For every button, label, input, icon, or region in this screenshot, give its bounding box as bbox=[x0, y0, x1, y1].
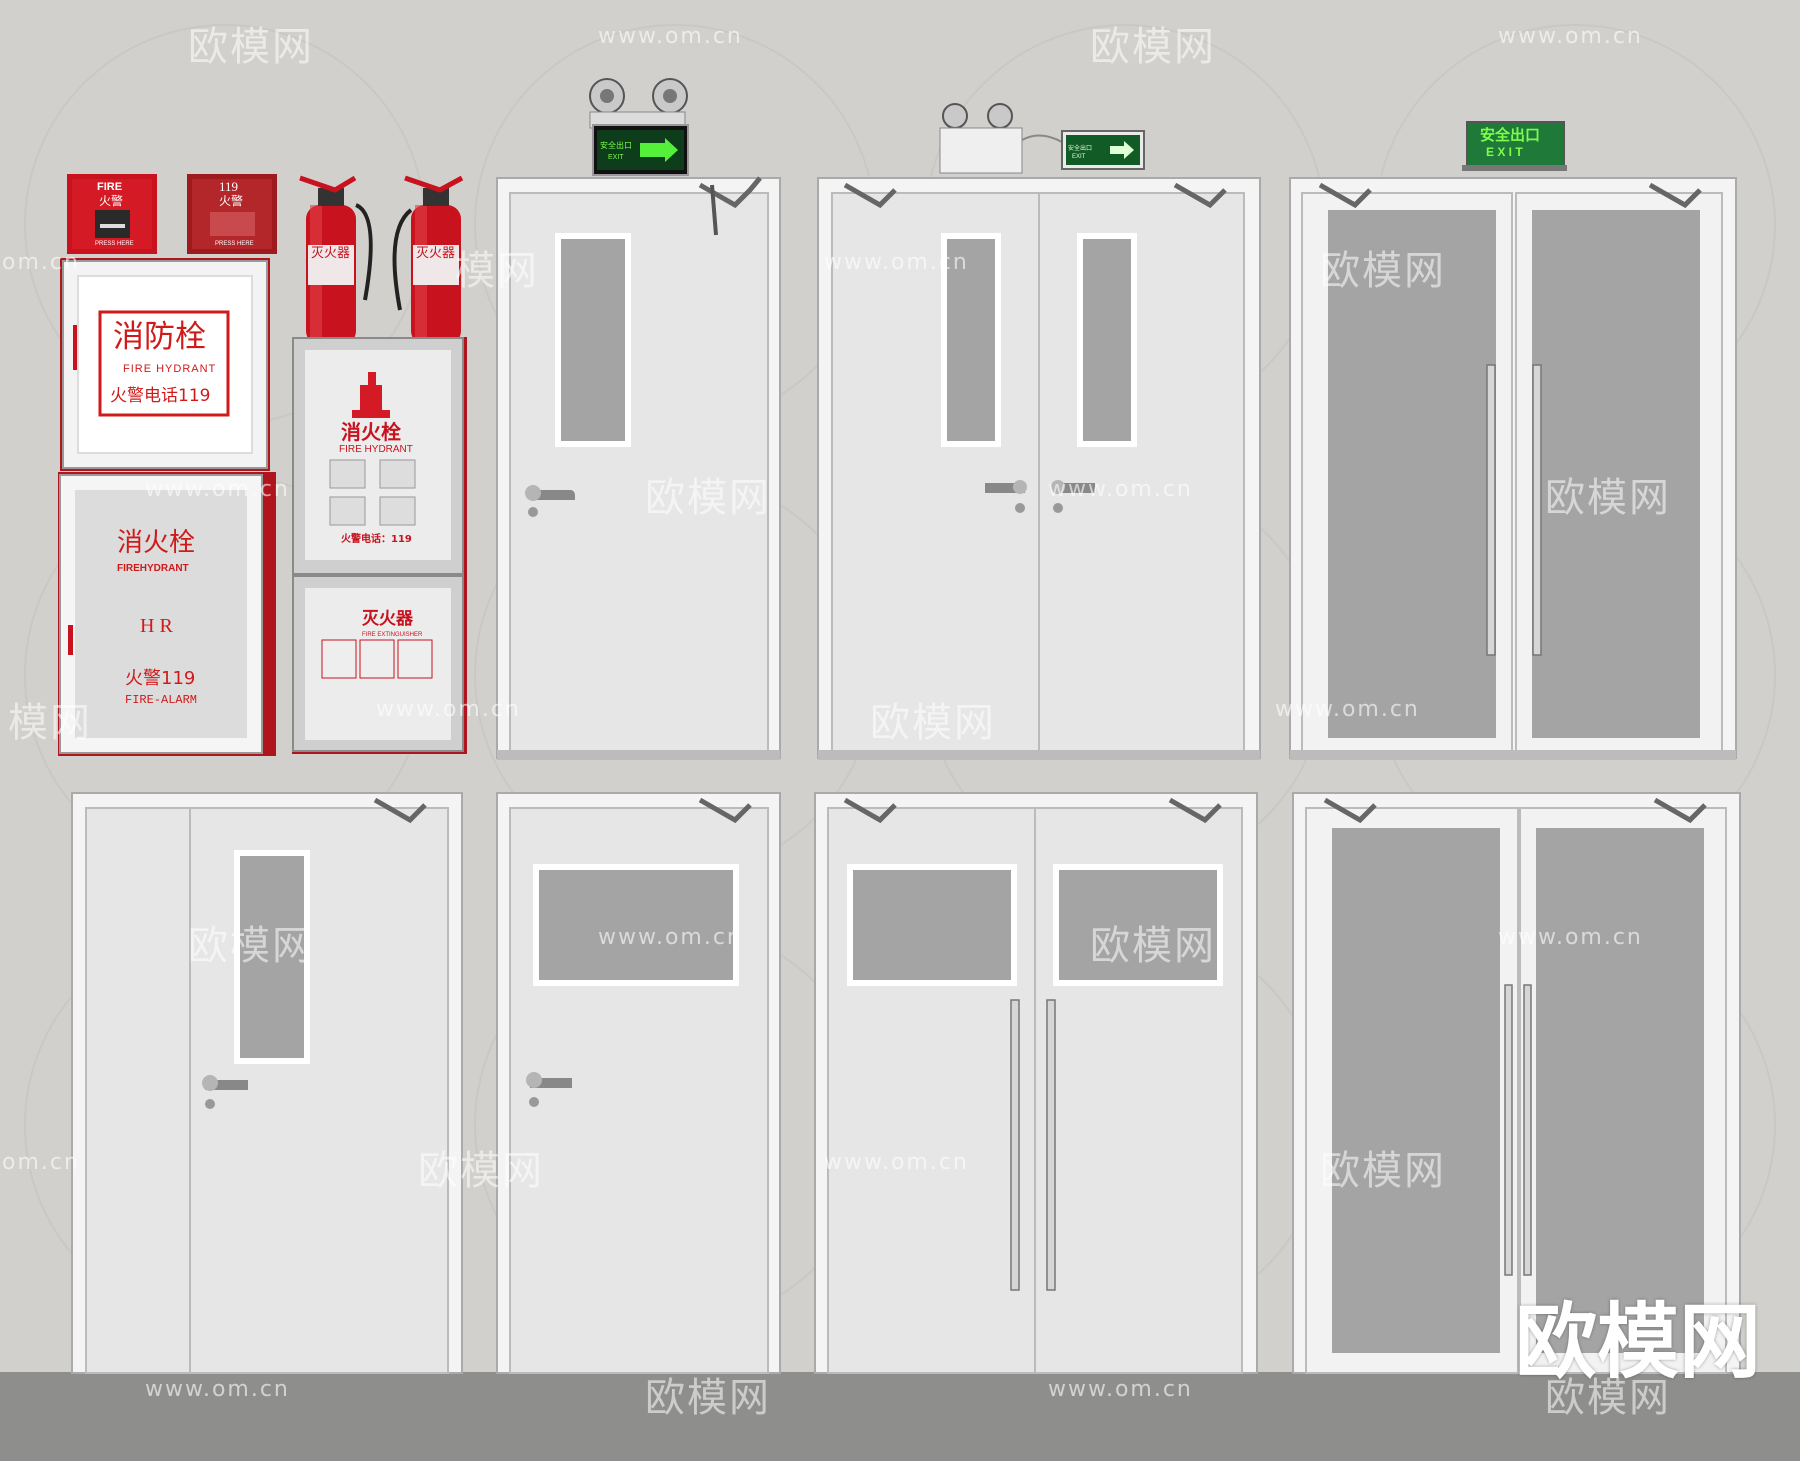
watermark-partial-url: om.cn bbox=[2, 1150, 80, 1175]
cabinet-2-subtitle: FIREHYDRANT bbox=[117, 563, 189, 574]
fire-extinguisher-right bbox=[392, 175, 464, 345]
watermark-url: www.om.cn bbox=[1275, 697, 1420, 722]
exit-sign-3 bbox=[1462, 121, 1567, 171]
extinguisher-left-label: 灭火器 bbox=[311, 246, 351, 261]
extinguisher-panel-title: 灭火器 bbox=[362, 609, 413, 629]
watermark-brand: 欧模网 bbox=[1090, 923, 1216, 969]
cabinet-2-code: H R bbox=[140, 615, 173, 637]
extinguisher-panel-subtitle: FIRE EXTINGUISHER bbox=[362, 632, 423, 638]
watermark-brand: 欧模网 bbox=[1320, 248, 1446, 294]
exit-sign-2 bbox=[1061, 130, 1145, 170]
cabinet-2-alarm: FIRE-ALARM bbox=[125, 693, 198, 707]
emergency-light-2 bbox=[939, 103, 1063, 174]
double-door-tall-windows bbox=[817, 177, 1261, 760]
watermark-brand: 欧模网 bbox=[188, 923, 314, 969]
exit-sign-2-sub: EXIT bbox=[1072, 154, 1086, 160]
hydrant-extinguisher-cabinet bbox=[292, 337, 467, 754]
watermark-url: www.om.cn bbox=[1048, 477, 1193, 502]
watermark-brand: 欧模网 bbox=[1545, 1375, 1671, 1421]
watermark-url: www.om.cn bbox=[1498, 24, 1643, 49]
exit-sign-1-sub: EXIT bbox=[608, 154, 624, 161]
watermark-brand: 欧模网 bbox=[870, 700, 996, 746]
alarm-button-2-bottom: 火警 bbox=[219, 194, 244, 208]
watermark-partial-brand: 模网 bbox=[455, 248, 539, 294]
single-door-tall-window bbox=[496, 176, 781, 760]
extinguisher-right-label: 灭火器 bbox=[416, 246, 456, 261]
exit-sign-3-line2: E X I T bbox=[1486, 145, 1523, 159]
hydrant-panel-subtitle: FIRE HYDRANT bbox=[339, 444, 413, 455]
watermark-brand: 欧模网 bbox=[1545, 475, 1671, 521]
watermark-url: www.om.cn bbox=[824, 1150, 969, 1175]
watermark-url: www.om.cn bbox=[598, 925, 743, 950]
watermark-url: www.om.cn bbox=[376, 697, 521, 722]
single-door-wide-window bbox=[496, 792, 781, 1374]
watermark-brand: 欧模网 bbox=[645, 1375, 771, 1421]
exit-sign-1-text: 安全出口 bbox=[600, 141, 632, 150]
watermark-url: www.om.cn bbox=[1498, 925, 1643, 950]
watermark-url: www.om.cn bbox=[824, 250, 969, 275]
exit-sign-3-line1: 安全出口 bbox=[1480, 126, 1541, 144]
alarm-button-1-top: FIRE bbox=[97, 181, 123, 193]
cabinet-1-subtitle: FIRE HYDRANT bbox=[123, 363, 217, 375]
watermark-brand: 欧模网 bbox=[418, 1148, 544, 1194]
floor bbox=[0, 1372, 1800, 1461]
exit-sign-1 bbox=[592, 124, 689, 176]
double-glass-door-bottom bbox=[1292, 792, 1741, 1374]
watermark-url: www.om.cn bbox=[1048, 1377, 1193, 1402]
cabinet-2-title: 消火栓 bbox=[117, 528, 196, 558]
brand-logo: 欧模网 bbox=[1515, 1295, 1762, 1390]
hydrant-cabinet-2 bbox=[58, 472, 276, 756]
exit-sign-2-text: 安全出口 bbox=[1068, 145, 1093, 152]
double-glass-door-pull-bars bbox=[1289, 177, 1737, 760]
unequal-double-door-window bbox=[71, 792, 463, 1374]
watermark-brand: 欧模网 bbox=[188, 24, 314, 70]
watermark-url: www.om.cn bbox=[145, 1377, 290, 1402]
hydrant-panel-title: 消火栓 bbox=[341, 420, 401, 444]
cabinet-2-phone: 火警119 bbox=[125, 668, 196, 689]
watermark-brand: 欧模网 bbox=[1090, 24, 1216, 70]
alarm-button-2-small: PRESS HERE bbox=[215, 241, 254, 247]
alarm-button-1-small: PRESS HERE bbox=[95, 241, 134, 247]
alarm-button-1-bottom: 火警 bbox=[99, 194, 124, 208]
watermark-url: www.om.cn bbox=[598, 24, 743, 49]
watermark-brand: 欧模网 bbox=[645, 475, 771, 521]
hydrant-cabinet-1 bbox=[60, 258, 270, 471]
fire-extinguisher-left bbox=[299, 175, 373, 345]
double-door-wide-windows bbox=[814, 792, 1258, 1374]
watermark-url: www.om.cn bbox=[145, 477, 290, 502]
alarm-button-2-top: 119 bbox=[219, 179, 239, 194]
fire-alarm-button bbox=[67, 174, 157, 254]
cabinet-1-title: 消防栓 bbox=[113, 319, 206, 355]
alarm-119-button bbox=[187, 174, 277, 254]
watermark-partial-brand: 模网 bbox=[8, 700, 92, 746]
watermark-brand: 欧模网 bbox=[1320, 1148, 1446, 1194]
hydrant-panel-phone: 火警电话：119 bbox=[341, 534, 412, 545]
cabinet-1-phone: 火警电话119 bbox=[110, 386, 211, 406]
watermark-partial-url: om.cn bbox=[2, 250, 80, 275]
